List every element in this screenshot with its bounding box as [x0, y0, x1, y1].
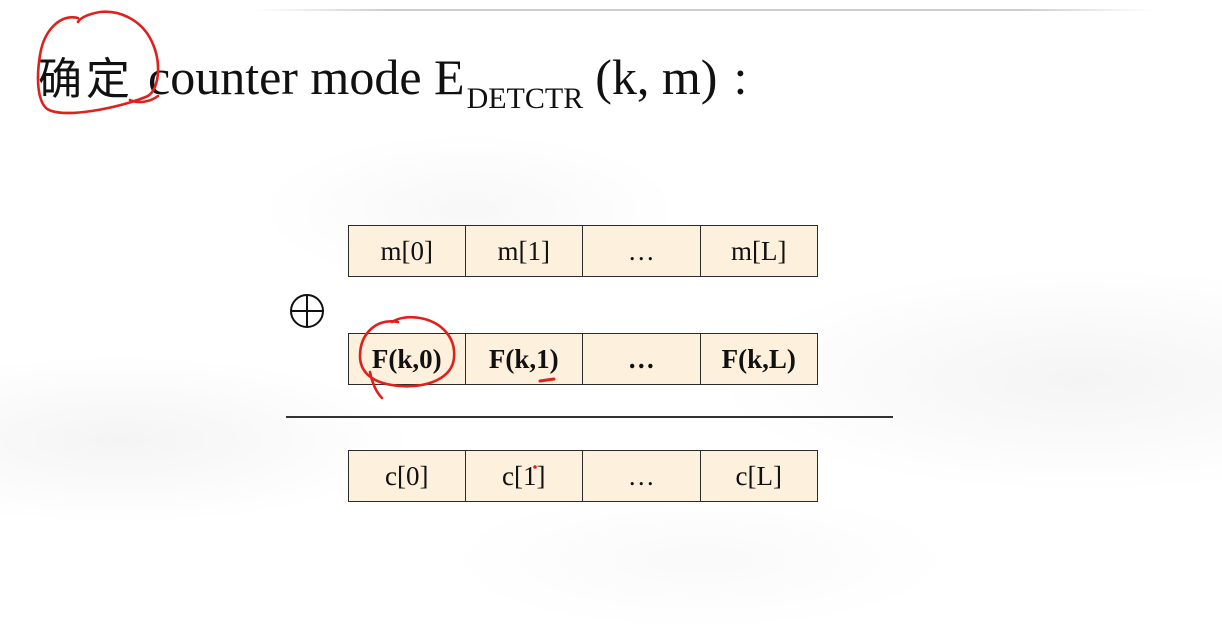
message-cell: m[0]: [348, 225, 466, 277]
cipher-row: c[0] c[1] … c[L]: [348, 450, 818, 502]
title-colon: :: [733, 49, 748, 105]
message-row: m[0] m[1] … m[L]: [348, 225, 818, 277]
message-cell: …: [583, 225, 701, 277]
prf-cell: …: [583, 333, 701, 385]
xor-operator-icon: [290, 294, 324, 328]
title-cjk: 确定: [38, 55, 134, 104]
slide-title: 确定 counter mode E DETCTR (k, m) :: [38, 42, 748, 115]
cipher-cell: c[L]: [700, 450, 818, 502]
prf-row: F(k,0) F(k,1) … F(k,L): [348, 333, 818, 385]
title-main: counter mode E: [148, 49, 465, 105]
prf-cell: F(k,1): [465, 333, 583, 385]
cipher-cell: …: [583, 450, 701, 502]
prf-cell: F(k,0): [348, 333, 466, 385]
title-args: (k, m): [595, 49, 718, 105]
message-cell: m[L]: [700, 225, 818, 277]
title-subscript: DETCTR: [466, 82, 584, 115]
cipher-cell: c[1]: [465, 450, 583, 502]
prf-cell: F(k,L): [700, 333, 818, 385]
sum-line: [286, 416, 893, 418]
message-cell: m[1]: [465, 225, 583, 277]
top-divider: [255, 9, 1155, 11]
cipher-cell: c[0]: [348, 450, 466, 502]
